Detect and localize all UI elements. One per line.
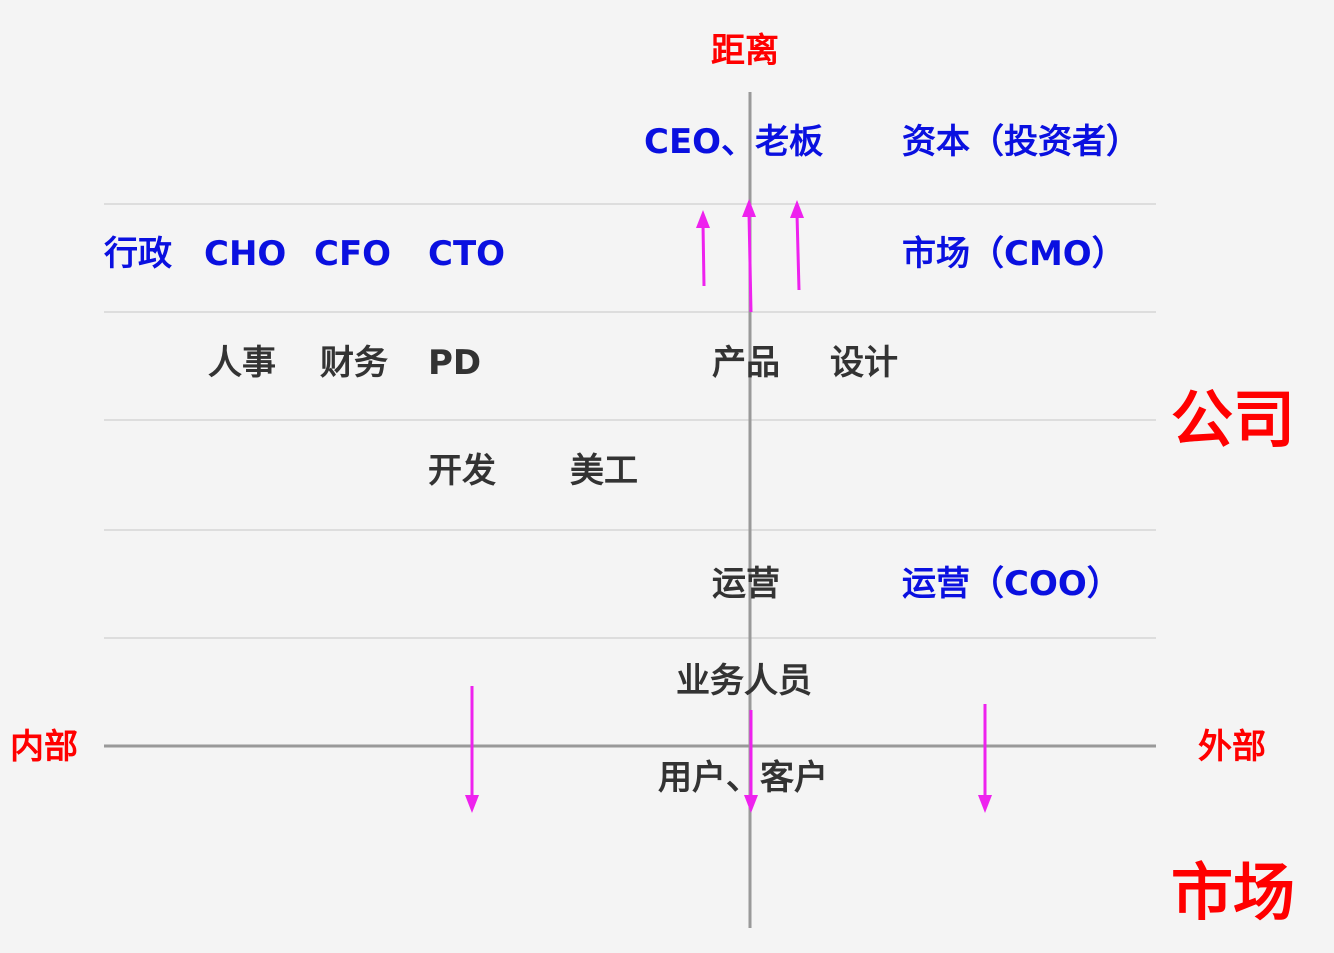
external-axis-label: 外部 (1198, 727, 1266, 767)
distance-axis-label: 距离 (711, 31, 779, 71)
arrow-up-left (696, 210, 710, 287)
finance-label: 财务 (320, 343, 388, 383)
company-zone-label: 公司 (1171, 383, 1296, 456)
gridlines (104, 203, 1156, 639)
cho-label: CHO (204, 234, 287, 274)
ceo-label: CEO、老板 (644, 122, 824, 162)
product-label: 产品 (712, 343, 780, 383)
cto-label: CTO (428, 234, 506, 274)
design-label: 设计 (830, 343, 898, 383)
arrow-up-right (790, 200, 804, 291)
admin-label: 行政 (104, 234, 172, 274)
arrows-up (696, 199, 804, 313)
coo-label: 运营（COO） (902, 564, 1121, 604)
arrows-down (465, 686, 992, 813)
arrow-up-center (742, 199, 756, 313)
dev-label: 开发 (428, 451, 496, 491)
hr-label: 人事 (208, 343, 276, 383)
market-zone-label: 市场 (1171, 856, 1296, 929)
arrow-down-center (744, 710, 758, 813)
ops-label: 运营 (712, 564, 780, 604)
internal-axis-label: 内部 (10, 727, 78, 767)
cfo-label: CFO (314, 234, 392, 274)
arrow-down-right (978, 704, 992, 813)
capital-label: 资本（投资者） (902, 122, 1140, 162)
art-label: 美工 (570, 451, 638, 491)
cmo-label: 市场（CMO） (902, 234, 1126, 274)
users-label: 用户、客户 (658, 758, 828, 798)
arrow-down-left (465, 686, 479, 813)
sales-label: 业务人员 (676, 661, 812, 701)
pd-label: PD (428, 343, 482, 383)
